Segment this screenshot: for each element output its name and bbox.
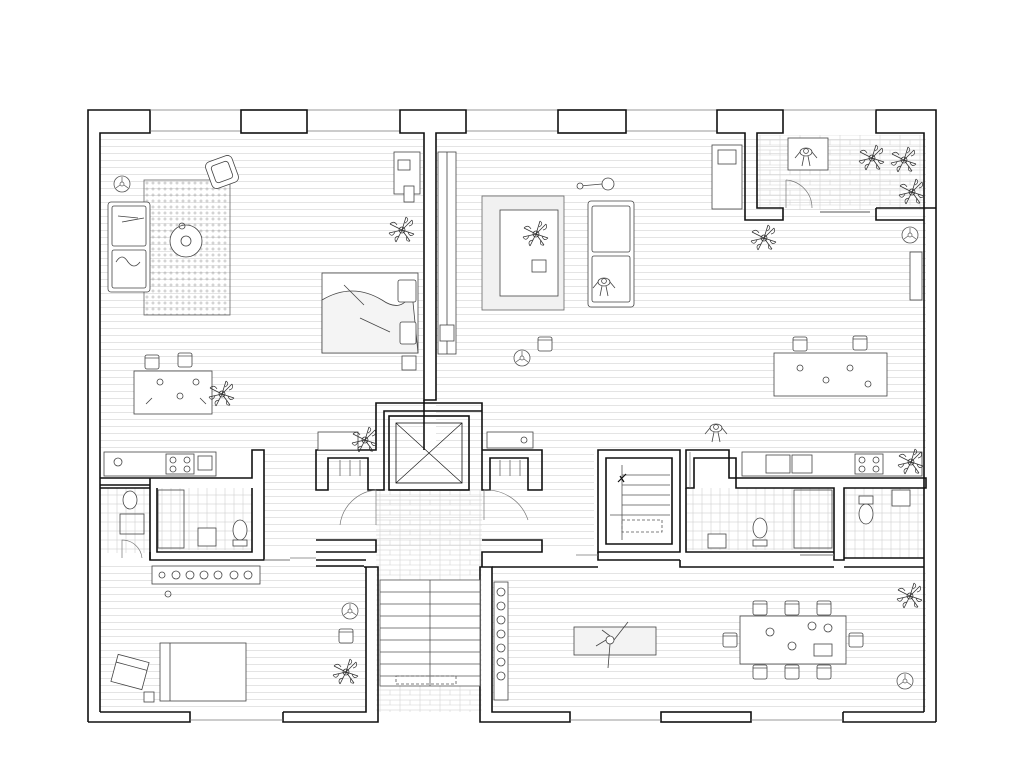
toilet-icon [122,490,138,510]
bottom-pier-3 [660,711,752,723]
right-stair-wall [597,449,681,553]
bookshelf-icon [393,151,421,203]
chair-icon [722,632,738,648]
sofa-icon [587,200,635,308]
outer-wall-top [87,109,151,722]
sofa-icon [107,201,151,293]
chair-icon [144,354,160,370]
bottom-left-furniture [110,565,359,703]
chair-icon [177,352,193,368]
terrace-furniture [787,137,925,205]
chair-icon [816,664,832,680]
person-icon [595,621,629,669]
fan-icon [513,349,531,367]
dining-table-left [133,370,213,415]
doors [121,179,870,561]
chair-icon [338,628,354,644]
bottom-right-furniture [493,581,923,701]
shower [793,489,833,549]
left-kitchen [103,451,217,477]
stairs-right [610,465,670,540]
toilet-icon [232,519,248,547]
bed-icon [321,272,419,354]
coffee-table-icon [169,222,203,258]
elevator-shaft [388,415,470,491]
chair-icon [752,600,768,616]
left-bath [119,489,248,549]
right-bath [707,489,911,549]
dining-table-right [773,352,888,397]
pier-1 [240,109,308,134]
chair-icon [792,336,808,352]
toilet-icon [752,517,768,547]
dining-table-bottom [739,615,847,665]
floor-wc-right [844,488,924,558]
outer-wall-bottom [88,711,191,723]
fan-icon [901,226,919,244]
stove-icon [854,453,884,475]
toilet-icon [858,495,874,525]
floor-terrace [757,135,925,210]
shower [157,489,185,549]
floor-lamp-icon [576,177,615,191]
left-living-furniture [107,151,421,415]
chair-icon [848,632,864,648]
chair-icon [784,664,800,680]
chair-icon [816,600,832,616]
chair-icon [852,335,868,351]
right-kitchen [741,448,924,477]
fan-icon [896,672,914,690]
chair-icon [784,600,800,616]
bottom-pier-4 [842,711,936,723]
fan-icon [113,175,131,193]
bed-icon [159,642,247,702]
nightstand [401,355,417,371]
piano-icon [110,653,150,691]
sink-icon [197,527,217,547]
right-living-furniture [437,144,923,443]
pier-4 [716,109,784,221]
terrace-wall [875,207,936,221]
cabinet-row [151,565,261,585]
lobby-details [317,426,534,476]
pier-3 [557,109,627,134]
bottom-pier-1 [282,566,379,723]
sink-icon [707,533,727,549]
shelf-column [493,581,509,701]
stairs-main [379,579,481,687]
sink-icon [765,454,791,474]
chair-icon [537,336,553,352]
yoga-mat [573,626,657,656]
fan-icon [341,602,359,620]
armchair-icon [205,155,239,189]
pier-2 [399,109,467,401]
bottom-pier-2 [479,566,571,723]
chair-icon [752,664,768,680]
stove-icon [165,453,195,475]
outer-wall-top-right [875,109,937,722]
